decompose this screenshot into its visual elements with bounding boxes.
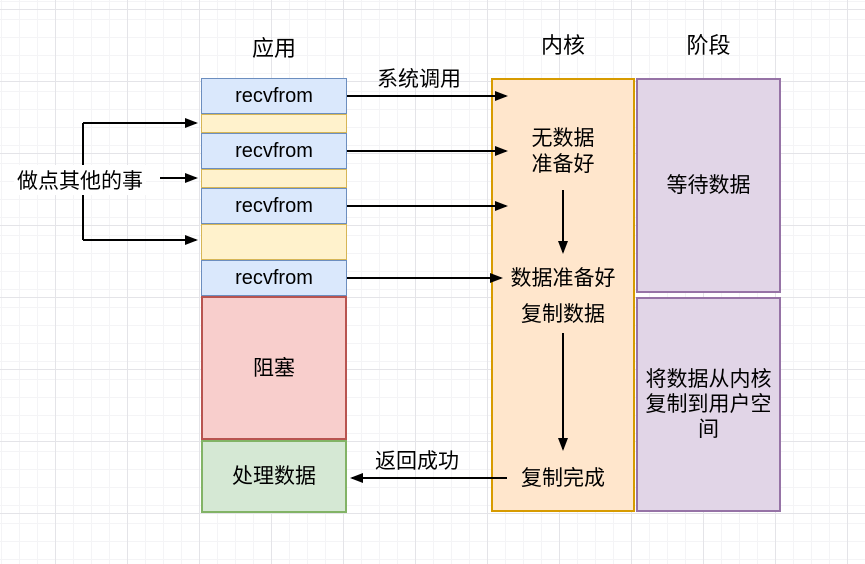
recvfrom-box-2: recvfrom	[201, 133, 347, 169]
kernel-copy-data-label: 复制数据	[521, 303, 605, 326]
return-success-label: 返回成功	[375, 450, 459, 473]
system-call-label: 系统调用	[377, 68, 461, 91]
kernel-no-data-ready-label: 无数据 准备好	[531, 127, 595, 176]
other-work-gap-3	[201, 224, 347, 260]
stage-wait-data-box: 等待数据	[636, 78, 781, 293]
header-stage: 阶段	[686, 33, 731, 58]
other-work-gap-1	[201, 114, 347, 133]
kernel-data-ready-label: 数据准备好	[510, 267, 616, 290]
process-data-box: 处理数据	[201, 440, 347, 513]
recvfrom-box-1: recvfrom	[201, 78, 347, 114]
other-work-gap-2	[201, 169, 347, 188]
blocking-box: 阻塞	[201, 296, 347, 440]
header-application: 应用	[251, 36, 296, 61]
recvfrom-box-3: recvfrom	[201, 188, 347, 224]
do-other-things-label: 做点其他的事	[14, 165, 146, 195]
header-kernel: 内核	[540, 33, 585, 58]
stage-copy-box: 将数据从内核复制到用户空间	[636, 297, 781, 512]
recvfrom-box-4: recvfrom	[201, 260, 347, 296]
kernel-copy-complete-label: 复制完成	[521, 467, 605, 490]
